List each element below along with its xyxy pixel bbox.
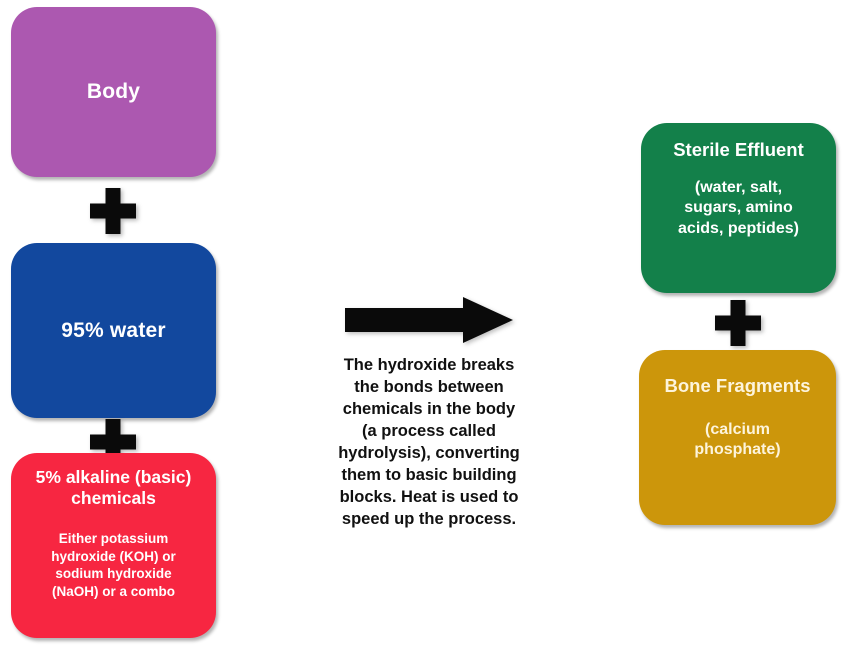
plus-operator-icon-1	[90, 188, 136, 234]
output-box-bone-title: Bone Fragments	[664, 375, 811, 396]
output-box-effluent-title: Sterile Effluent	[673, 139, 804, 160]
input-box-alkaline-subtitle: Either potassium hydroxide (KOH) or sodi…	[51, 530, 176, 600]
output-box-sterile-effluent: Sterile Effluent (water, salt, sugars, a…	[641, 123, 836, 293]
input-box-body: Body	[11, 7, 216, 177]
process-description-text: The hydroxide breaks the bonds between c…	[338, 356, 520, 528]
input-box-body-title: Body	[86, 80, 141, 104]
input-box-water-title: 95% water	[61, 318, 166, 342]
output-box-bone-fragments: Bone Fragments (calcium phosphate)	[639, 350, 836, 525]
input-box-alkaline-title: 5% alkaline (basic) chemicals	[35, 467, 192, 509]
input-box-alkaline-chemicals: 5% alkaline (basic) chemicals Either pot…	[11, 453, 216, 638]
output-box-bone-subtitle: (calcium phosphate)	[694, 420, 781, 459]
plus-operator-icon-3	[715, 300, 761, 346]
output-box-effluent-subtitle: (water, salt, sugars, amino acids, pepti…	[678, 178, 799, 238]
process-right-arrow-icon	[345, 297, 513, 343]
input-box-water: 95% water	[11, 243, 216, 418]
